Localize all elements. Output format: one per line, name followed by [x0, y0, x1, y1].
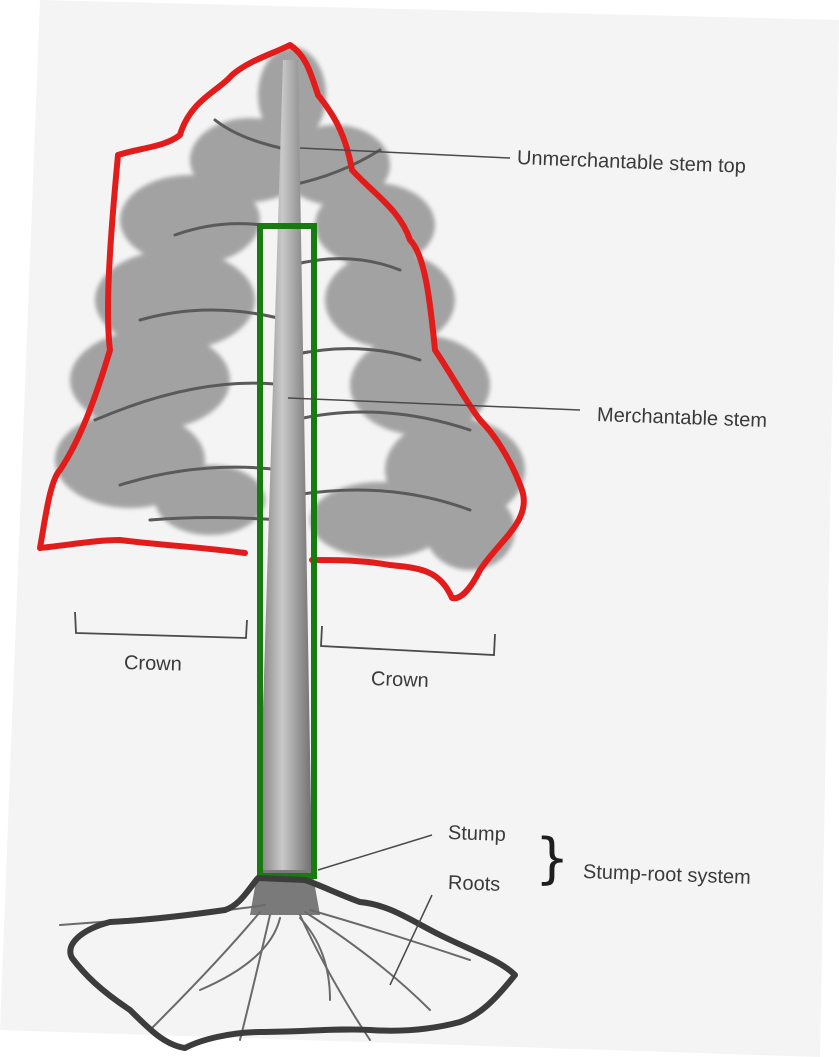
- label-crown-left: Crown: [124, 653, 182, 675]
- label-stump: Stump: [448, 823, 506, 845]
- stump-root-brace: }: [535, 832, 569, 886]
- label-roots: Roots: [448, 873, 501, 895]
- label-crown-right: Crown: [371, 669, 429, 691]
